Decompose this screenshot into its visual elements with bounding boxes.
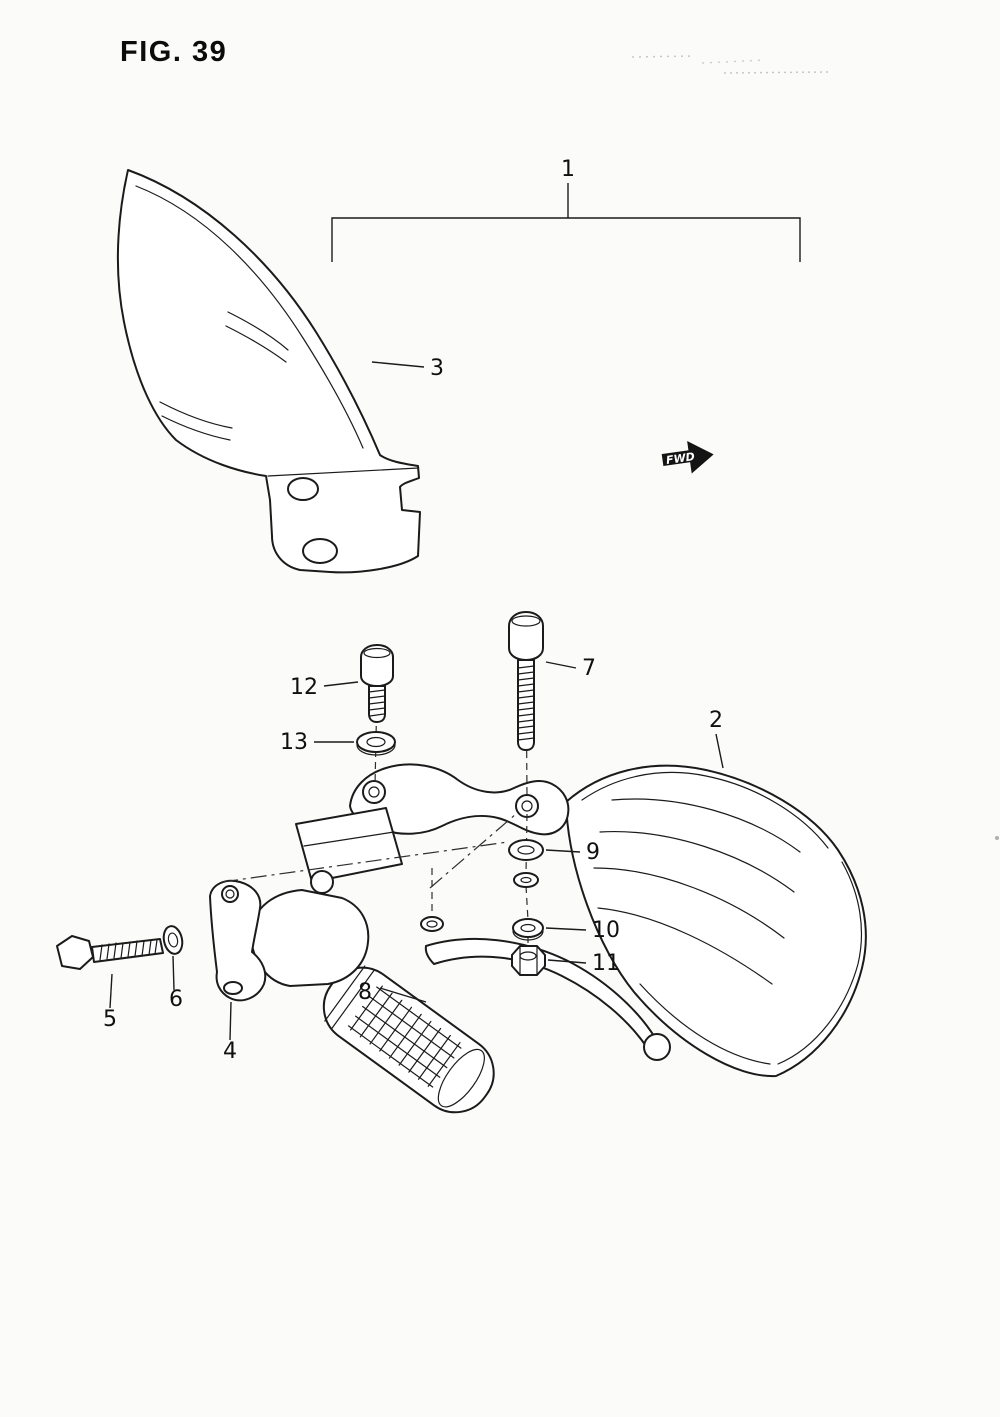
- callout-13: 13: [280, 730, 354, 755]
- callout-1-label: 1: [561, 157, 575, 182]
- callout-2: 2: [709, 708, 724, 769]
- fwd-direction-badge: FWD: [661, 440, 714, 474]
- knuckle-cover-left: [116, 169, 421, 574]
- bolt-7: [508, 611, 544, 751]
- callout-3-label: 3: [430, 356, 444, 381]
- washer-10: [512, 918, 544, 941]
- mounting-stay: [349, 763, 570, 836]
- callout-9: 9: [545, 840, 600, 865]
- callout-5-label: 5: [103, 1007, 117, 1032]
- nut-11: [511, 945, 546, 976]
- callout-6-label: 6: [169, 987, 183, 1012]
- callout-9-label: 9: [586, 840, 600, 865]
- washer-6: [162, 925, 184, 955]
- callout-5: 5: [103, 973, 117, 1032]
- spacer-ring: [420, 916, 444, 932]
- bolt-12: [360, 644, 394, 723]
- knuckle-cover-right: [565, 764, 867, 1078]
- callout-10-label: 10: [592, 918, 620, 943]
- washer-9: [508, 839, 544, 861]
- fwd-label: FWD: [665, 450, 695, 467]
- lever-holder: [249, 807, 403, 987]
- callout-11-label: 11: [592, 951, 620, 976]
- callout-8: 8: [358, 980, 427, 1005]
- scan-artifacts: [631, 55, 999, 840]
- fwd-arrow-icon: [661, 440, 714, 474]
- callout-2-label: 2: [709, 708, 723, 733]
- washer-13: [356, 731, 396, 756]
- callout-8-label: 8: [358, 980, 372, 1005]
- lever-clamp: [209, 879, 267, 1002]
- callout-6: 6: [169, 955, 183, 1012]
- collar-ring: [513, 872, 539, 888]
- callout-10: 10: [545, 918, 620, 943]
- callout-12-label: 12: [290, 675, 318, 700]
- callout-12: 12: [290, 675, 359, 700]
- callout-4-label: 4: [223, 1039, 237, 1064]
- callout-7-label: 7: [582, 656, 596, 681]
- bolt-5: [56, 935, 164, 970]
- center-lines: [221, 813, 517, 889]
- callout-1: 1: [331, 157, 801, 262]
- callout-7: 7: [545, 656, 596, 681]
- callout-4: 4: [223, 1001, 237, 1064]
- callout-13-label: 13: [280, 730, 308, 755]
- callout-11: 11: [547, 951, 620, 976]
- figure-title: FIG. 39: [120, 36, 228, 68]
- callout-3: 3: [371, 356, 444, 381]
